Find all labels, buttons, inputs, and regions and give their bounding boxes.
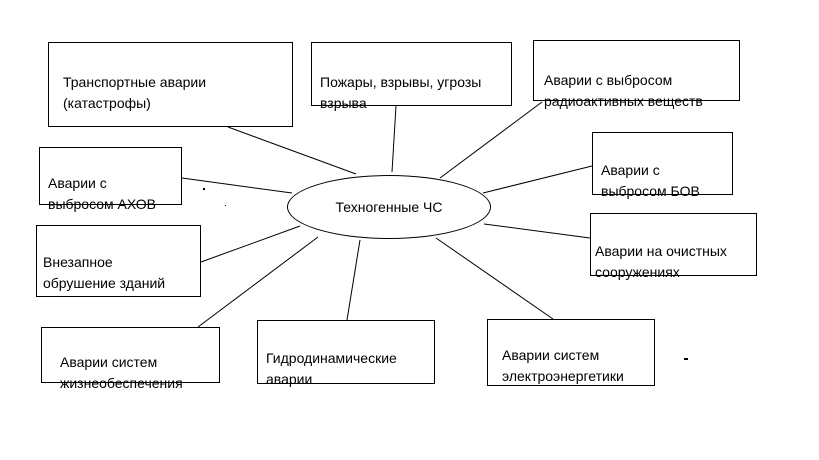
connector-transport — [227, 126, 357, 175]
node-collapse-label: Внезапное обрушение зданий — [43, 254, 166, 291]
connector-hydro — [346, 239, 361, 321]
node-fires-label: Пожары, взрывы, угрозы взрыва — [320, 74, 482, 111]
connector-radioactive — [439, 101, 543, 179]
node-bov: Аварии с выбросом БОВ — [592, 132, 733, 199]
node-hydro-label: Гидродинамические аварии — [266, 350, 397, 387]
stray-dash — [684, 358, 688, 360]
node-radioactive-label: Аварии с выбросом радиоактивных веществ — [544, 72, 703, 109]
node-ahov: Аварии с выбросом АХОВ — [39, 147, 182, 212]
node-radioactive: Аварии с выбросом радиоактивных веществ — [533, 40, 740, 109]
connector-treatment — [483, 223, 591, 239]
connector-life-support — [197, 236, 319, 328]
connector-power — [435, 237, 554, 320]
node-transport-label: Транспортные аварии (катастрофы) — [63, 74, 207, 111]
center-label: Техногенные ЧС — [335, 199, 443, 215]
connector-bov — [482, 165, 593, 194]
node-treatment-label: Аварии на очистных сооружениях — [595, 243, 727, 280]
connector-fires — [391, 105, 397, 173]
node-transport: Транспортные аварии (катастрофы) — [48, 42, 293, 127]
node-power-label: Аварии систем электроэнергетики — [502, 347, 624, 384]
stray-dot-1 — [203, 188, 205, 190]
node-power: Аварии систем электроэнергетики — [487, 319, 655, 386]
node-treatment: Аварии на очистных сооружениях — [590, 213, 757, 280]
node-life-support: Аварии систем жизнеобеспечения — [41, 327, 220, 391]
stray-dot-2 — [225, 205, 226, 206]
node-life-support-label: Аварии систем жизнеобеспечения — [60, 354, 183, 391]
node-collapse: Внезапное обрушение зданий — [36, 225, 201, 297]
center-node: Техногенные ЧС — [287, 175, 491, 239]
node-bov-label: Аварии с выбросом БОВ — [601, 162, 700, 199]
node-fires: Пожары, взрывы, угрозы взрыва — [311, 42, 512, 111]
node-ahov-label: Аварии с выбросом АХОВ — [48, 175, 156, 212]
node-hydro: Гидродинамические аварии — [257, 320, 435, 387]
connector-collapse — [200, 225, 301, 263]
connector-ahov — [181, 177, 293, 194]
